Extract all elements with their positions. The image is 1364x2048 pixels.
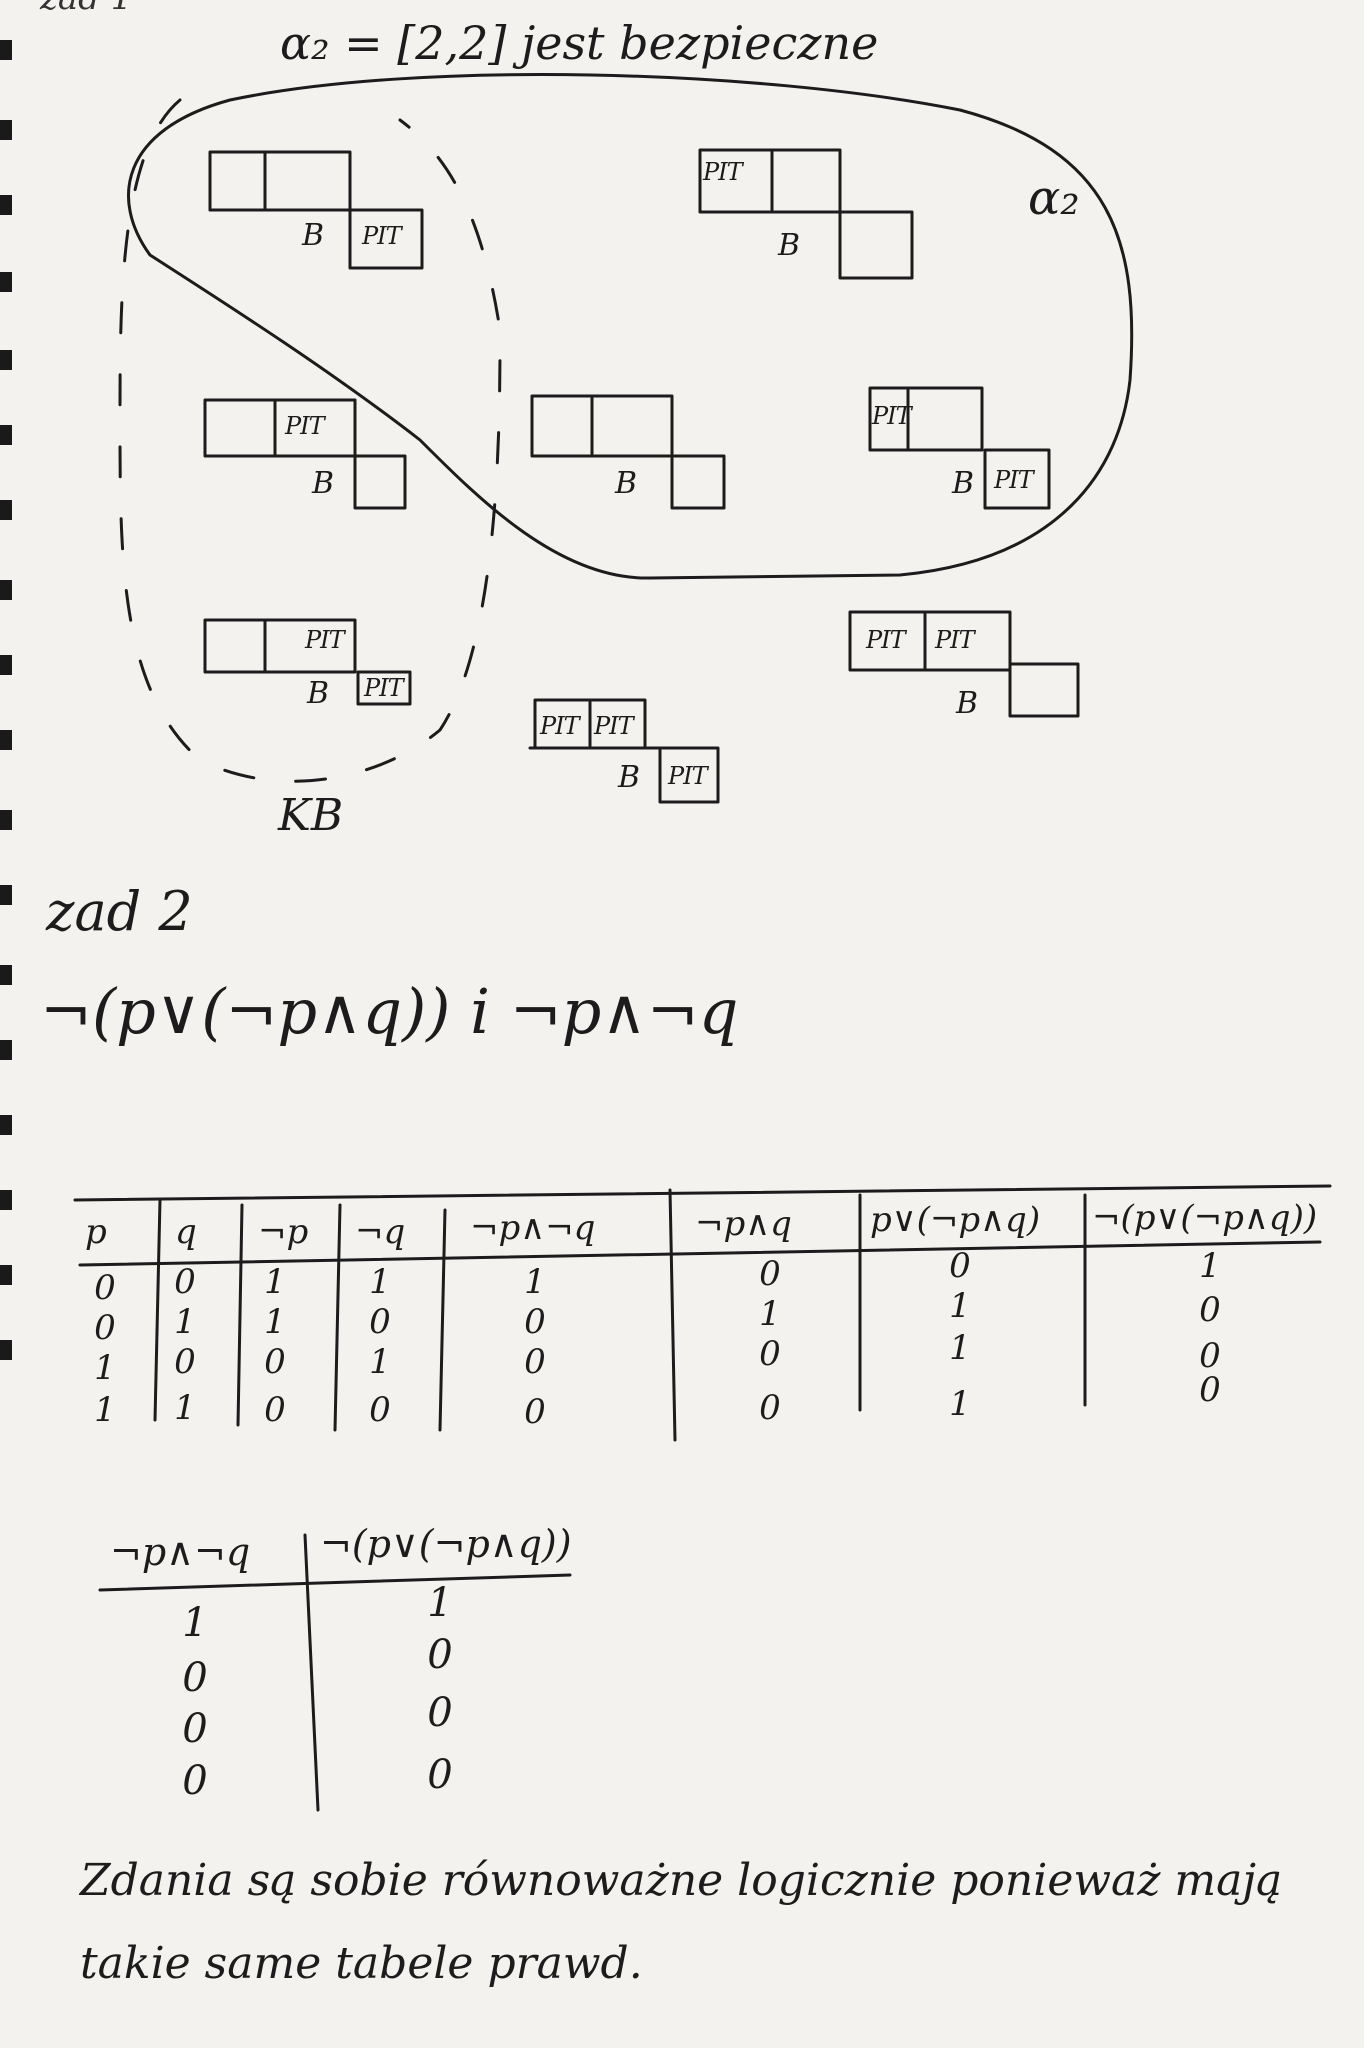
table1-cell: 0 — [1199, 1336, 1221, 1376]
table1-cell: 0 — [949, 1246, 971, 1286]
table1-cell: 0 — [174, 1342, 196, 1382]
pit-label: PIT — [935, 626, 975, 654]
table1-cell: 0 — [524, 1342, 546, 1382]
table2-cell: 0 — [427, 1690, 453, 1736]
table1-cell: 1 — [94, 1390, 116, 1430]
table2-cell: 0 — [182, 1706, 208, 1752]
pit-label: PIT — [362, 222, 402, 250]
table1-cell: 1 — [759, 1294, 781, 1334]
table1-header: q — [175, 1212, 197, 1252]
table1-cell: 0 — [524, 1302, 546, 1342]
table1-cell: 0 — [759, 1334, 781, 1374]
pit-label: PIT — [872, 402, 912, 430]
pit-label: PIT — [305, 626, 345, 654]
table2-cell: 0 — [427, 1632, 453, 1678]
table2-header: ¬p∧¬q — [110, 1530, 251, 1574]
table1-cell: 1 — [369, 1342, 391, 1382]
table1-cell: 0 — [369, 1302, 391, 1342]
alpha2-label: α₂ — [1028, 170, 1080, 226]
pit-label: PIT — [285, 412, 325, 440]
table1-cell: 1 — [264, 1262, 286, 1302]
breeze-label: B — [302, 218, 325, 253]
table1-cell: 1 — [949, 1384, 971, 1424]
table1-header: p — [85, 1212, 107, 1252]
table1-cell: 1 — [94, 1348, 116, 1388]
pit-label: PIT — [994, 466, 1034, 494]
breeze-label: B — [615, 466, 638, 501]
table1-cell: 0 — [759, 1254, 781, 1294]
table1-cell: 1 — [1199, 1246, 1221, 1286]
table1-cell: 1 — [174, 1388, 196, 1428]
table1-cell: 0 — [174, 1262, 196, 1302]
table1-cell: 0 — [759, 1388, 781, 1428]
breeze-label: B — [307, 676, 330, 711]
table1-cell: 0 — [369, 1390, 391, 1430]
table1-cell: 1 — [174, 1302, 196, 1342]
table1-header: ¬p∧¬q — [470, 1208, 596, 1248]
pit-label: PIT — [866, 626, 906, 654]
table1-cell: 0 — [1199, 1370, 1221, 1410]
pit-label: PIT — [540, 712, 580, 740]
table1-header: ¬p — [258, 1212, 309, 1252]
table1-header: p∨(¬p∧q) — [870, 1200, 1041, 1240]
breeze-label: B — [956, 686, 979, 721]
table1-cell: 1 — [949, 1286, 971, 1326]
table1-cell: 0 — [94, 1268, 116, 1308]
binder-holes — [0, 40, 14, 1400]
table1-header: ¬p∧q — [695, 1204, 792, 1244]
formula: ¬(p∨(¬p∧q)) i ¬p∧¬q — [40, 975, 739, 1048]
alpha-title: α₂ = [2,2] jest bezpieczne — [280, 16, 879, 70]
kb-label: KB — [278, 790, 344, 841]
breeze-label: B — [778, 228, 801, 263]
table2-header: ¬(p∨(¬p∧q)) — [320, 1522, 572, 1566]
pit-label: PIT — [668, 762, 708, 790]
pit-label: PIT — [703, 158, 743, 186]
table1-cell: 0 — [524, 1392, 546, 1432]
table1-cell: 0 — [264, 1342, 286, 1382]
breeze-label: B — [312, 466, 335, 501]
table1-header: ¬q — [355, 1212, 406, 1252]
table1-cell: 1 — [369, 1262, 391, 1302]
exercise-2-heading: zad 2 — [46, 880, 193, 943]
table1-cell: 0 — [94, 1308, 116, 1348]
pit-label: PIT — [364, 674, 404, 702]
table1-cell: 1 — [524, 1262, 546, 1302]
table2-cell: 1 — [182, 1600, 208, 1646]
conclusion-line-1: Zdania są sobie równoważne logicznie pon… — [80, 1855, 1283, 1906]
breeze-label: B — [618, 760, 641, 795]
table2-cell: 1 — [427, 1580, 453, 1626]
table2-cell: 0 — [182, 1655, 208, 1701]
breeze-label: B — [952, 466, 975, 501]
page-top-partial: zad 1 — [40, 0, 132, 18]
table1-cell: 0 — [1199, 1290, 1221, 1330]
table1-header: ¬(p∨(¬p∧q)) — [1092, 1198, 1318, 1238]
pit-label: PIT — [594, 712, 634, 740]
conclusion-line-2: takie same tabele prawd. — [80, 1938, 643, 1989]
table1-cell: 1 — [264, 1302, 286, 1342]
table2-cell: 0 — [182, 1758, 208, 1804]
table1-cell: 0 — [264, 1390, 286, 1430]
table2-cell: 0 — [427, 1752, 453, 1798]
table1-cell: 1 — [949, 1328, 971, 1368]
